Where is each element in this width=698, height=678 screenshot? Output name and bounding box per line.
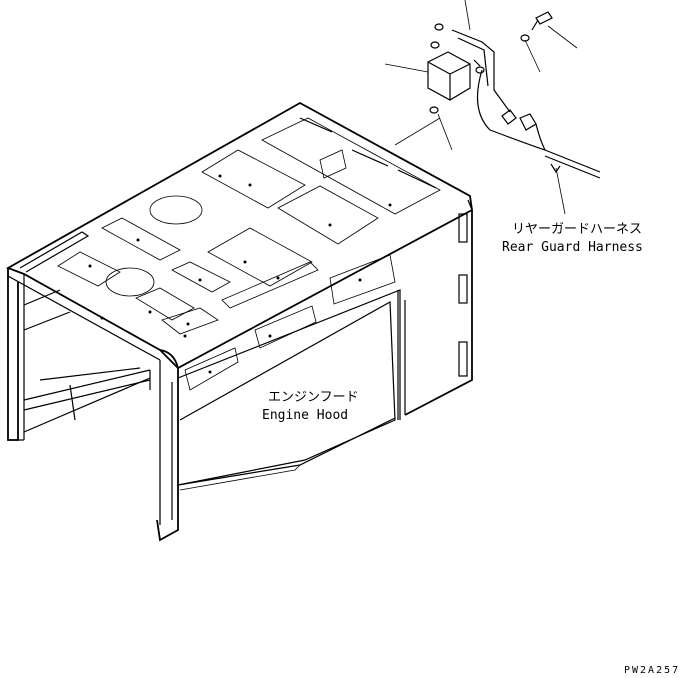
drawing-code: PW2A257 [624, 665, 680, 676]
hood-label-english: Engine Hood [262, 408, 348, 423]
hood-label-japanese: エンジンフード [268, 390, 359, 405]
leader-lines [384, 0, 578, 215]
engine-hood-drawing [5, 101, 473, 542]
harness-label-japanese: リヤーガードハーネス [512, 222, 642, 237]
rear-guard-harness-bracket-assembly [427, 11, 601, 179]
harness-label-english: Rear Guard Harness [502, 240, 643, 255]
